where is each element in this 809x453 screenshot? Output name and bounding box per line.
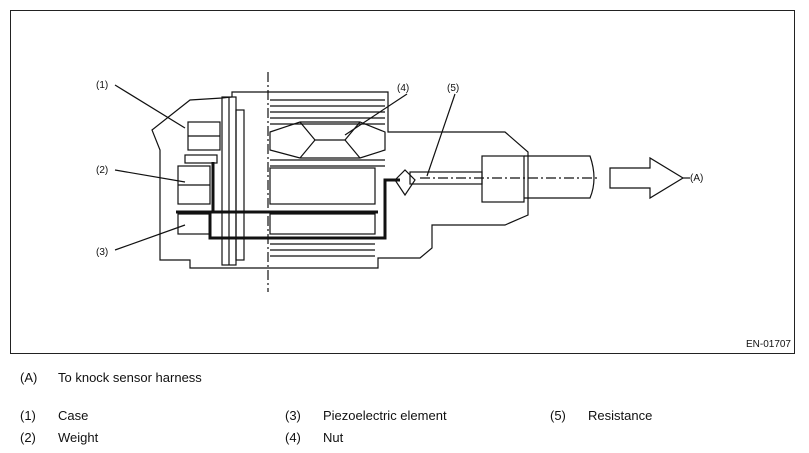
diagram-frame bbox=[10, 10, 795, 354]
legend-text: Nut bbox=[323, 430, 344, 445]
legend-text: Case bbox=[58, 408, 89, 423]
legend-text: Resistance bbox=[588, 408, 653, 423]
legend-key: (3) bbox=[285, 408, 301, 423]
cable bbox=[524, 155, 595, 199]
legend-a-key: (A) bbox=[20, 370, 38, 385]
wiring-lower bbox=[176, 178, 400, 240]
legend-text: Piezoelectric element bbox=[323, 408, 447, 423]
callout-5: (5) bbox=[447, 83, 459, 94]
legend-key: (5) bbox=[550, 408, 566, 423]
callout-2: (2) bbox=[96, 165, 108, 176]
legend-text: Weight bbox=[58, 430, 99, 445]
figure-id: EN-01707 bbox=[745, 339, 791, 350]
wiring-upper bbox=[211, 162, 378, 214]
direction-arrow bbox=[609, 156, 685, 200]
resistance bbox=[409, 171, 483, 185]
nut bbox=[269, 121, 386, 159]
callout-3: (3) bbox=[96, 247, 108, 258]
legend-key: (1) bbox=[20, 408, 36, 423]
connector bbox=[481, 155, 525, 203]
case-outline bbox=[151, 91, 529, 269]
piezoelectric-element bbox=[269, 213, 376, 235]
legend-a-text: To knock sensor harness bbox=[58, 370, 202, 385]
callout-4: (4) bbox=[397, 83, 409, 94]
callout-a: (A) bbox=[690, 173, 703, 184]
legend-key: (4) bbox=[285, 430, 301, 445]
legend-key: (2) bbox=[20, 430, 36, 445]
callout-1: (1) bbox=[96, 80, 108, 91]
weight bbox=[269, 167, 376, 205]
